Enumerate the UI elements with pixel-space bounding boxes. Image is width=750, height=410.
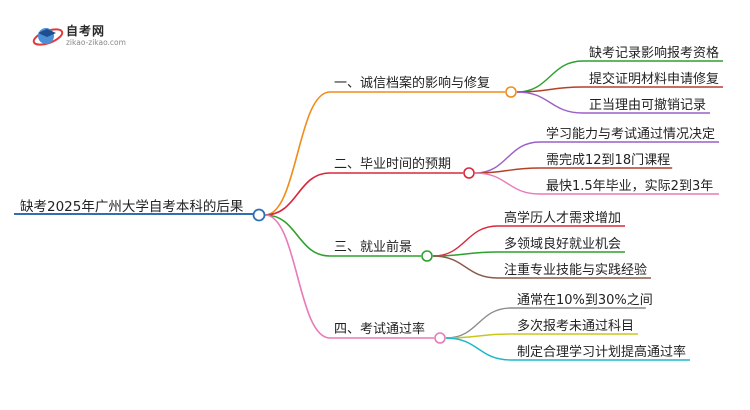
child-connector-2-3 bbox=[474, 172, 541, 195]
branch-label-3: 三、就业前景 bbox=[334, 239, 412, 255]
root-label: 缺考2025年广州大学自考本科的后果 bbox=[20, 199, 244, 215]
branch-connector-3 bbox=[264, 214, 331, 257]
logo-url: zikao-zikao.com bbox=[66, 38, 126, 47]
child-label-3-2: 多领域良好就业机会 bbox=[504, 236, 621, 252]
branch-connector-4 bbox=[264, 214, 331, 339]
node-layer: 缺考2025年广州大学自考本科的后果 一、诚信档案的影响与修复 缺考记录影响报考资格… bbox=[20, 45, 719, 360]
branch-node-3 bbox=[421, 250, 433, 262]
child-label-4-1: 通常在10%到30%之间 bbox=[517, 293, 653, 308]
child-connector-1-3 bbox=[516, 91, 584, 114]
connector-lines bbox=[14, 60, 723, 361]
child-connector-1-2 bbox=[516, 86, 584, 93]
child-connector-4-2 bbox=[445, 333, 512, 339]
root-node bbox=[252, 208, 266, 222]
logo-cap-icon bbox=[38, 29, 56, 37]
branch-connector-1 bbox=[264, 91, 331, 216]
branch-node-2 bbox=[463, 167, 475, 179]
child-label-3-1: 高学历人才需求增加 bbox=[504, 210, 621, 226]
child-label-2-1: 学习能力与考试通过情况决定 bbox=[546, 126, 715, 142]
child-label-1-2: 提交证明材料申请修复 bbox=[589, 71, 719, 87]
branch-label-4: 四、考试通过率 bbox=[334, 321, 425, 337]
child-connector-4-3 bbox=[445, 337, 512, 361]
child-label-4-2: 多次报考未通过科目 bbox=[517, 318, 634, 334]
child-label-4-3: 制定合理学习计划提高通过率 bbox=[517, 344, 686, 360]
branch-node-4 bbox=[434, 332, 446, 344]
branch-node-1 bbox=[505, 86, 517, 98]
child-label-2-2: 需完成12到18门课程 bbox=[546, 153, 670, 168]
child-label-2-3: 最快1.5年毕业，实际2到3年 bbox=[546, 179, 713, 194]
child-label-1-3: 正当理由可撤销记录 bbox=[589, 97, 706, 113]
branch-connector-2 bbox=[264, 172, 331, 216]
child-connector-3-3 bbox=[432, 255, 499, 279]
branch-label-1: 一、诚信档案的影响与修复 bbox=[334, 75, 490, 91]
child-connector-3-2 bbox=[432, 251, 499, 257]
child-label-3-3: 注重专业技能与实践经验 bbox=[504, 262, 647, 278]
child-label-1-1: 缺考记录影响报考资格 bbox=[589, 45, 719, 61]
child-connector-2-2 bbox=[474, 167, 541, 174]
branch-label-2: 二、毕业时间的预期 bbox=[334, 156, 451, 172]
logo-title: 自考网 bbox=[66, 24, 106, 38]
logo bbox=[32, 28, 64, 46]
